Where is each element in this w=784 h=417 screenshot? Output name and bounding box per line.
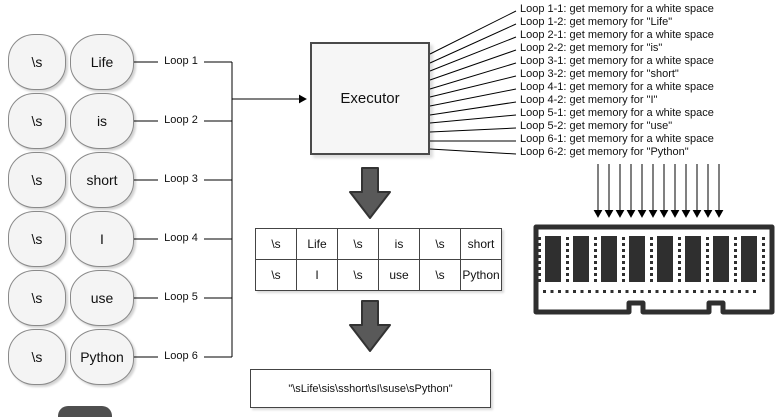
table-row: \s I \s use \s Python xyxy=(255,259,502,291)
down-arrow-icon xyxy=(349,167,391,219)
memory-log-line: Loop 5-1: get memory for a white space xyxy=(520,107,714,119)
table-cell: \s xyxy=(255,228,297,260)
memory-log-line: Loop 3-2: get memory for "short" xyxy=(520,68,679,80)
token-space: \s xyxy=(8,270,66,326)
token-word: use xyxy=(70,270,134,326)
loop-label: Loop 6 xyxy=(158,350,204,362)
loop-label: Loop 3 xyxy=(158,173,204,185)
ram-module-icon xyxy=(533,224,775,315)
token-space: \s xyxy=(8,329,66,385)
token-space: \s xyxy=(8,93,66,149)
executor-box: Executor xyxy=(310,42,430,155)
token-table: \s Life \s is \s short \s I \s use \s Py… xyxy=(255,228,502,291)
memory-log-line: Loop 2-2: get memory for "is" xyxy=(520,42,663,54)
memory-log-line: Loop 3-1: get memory for a white space xyxy=(520,55,714,67)
table-cell: short xyxy=(460,228,502,260)
table-cell: \s xyxy=(255,259,297,291)
table-row: \s Life \s is \s short xyxy=(255,228,502,260)
result-box: "\sLife\sis\sshort\sI\suse\sPython" xyxy=(250,369,491,408)
loop-label: Loop 1 xyxy=(158,55,204,67)
token-word: Life xyxy=(70,34,134,90)
token-word: short xyxy=(70,152,134,208)
token-space: \s xyxy=(8,152,66,208)
table-cell: Life xyxy=(296,228,338,260)
cropped-shape xyxy=(58,406,112,417)
table-cell: \s xyxy=(337,228,379,260)
token-word: Python xyxy=(70,329,134,385)
token-space: \s xyxy=(8,34,66,90)
executor-label: Executor xyxy=(340,90,400,107)
memory-log-line: Loop 1-1: get memory for a white space xyxy=(520,3,714,15)
loop-label: Loop 5 xyxy=(158,291,204,303)
result-text: "\sLife\sis\sshort\sI\suse\sPython" xyxy=(288,382,453,395)
memory-log-line: Loop 4-2: get memory for "I" xyxy=(520,94,658,106)
table-cell: is xyxy=(378,228,420,260)
table-cell: \s xyxy=(419,259,461,291)
memory-log-line: Loop 4-1: get memory for a white space xyxy=(520,81,714,93)
token-word: is xyxy=(70,93,134,149)
ram-chips xyxy=(545,236,757,282)
memory-log: Loop 1-1: get memory for a white space L… xyxy=(520,3,714,159)
table-cell: \s xyxy=(337,259,379,291)
loop-label: Loop 2 xyxy=(158,114,204,126)
memory-log-line: Loop 6-2: get memory for "Python" xyxy=(520,146,689,158)
token-space: \s xyxy=(8,211,66,267)
memory-log-line: Loop 6-1: get memory for a white space xyxy=(520,133,714,145)
token-word: I xyxy=(70,211,134,267)
loop-label: Loop 4 xyxy=(158,232,204,244)
memory-log-line: Loop 1-2: get memory for "Life" xyxy=(520,16,673,28)
down-arrow-icon xyxy=(349,300,391,352)
ram-pins xyxy=(538,237,765,293)
memory-log-line: Loop 2-1: get memory for a white space xyxy=(520,29,714,41)
table-cell: I xyxy=(296,259,338,291)
table-cell: Python xyxy=(460,259,502,291)
table-cell: use xyxy=(378,259,420,291)
table-cell: \s xyxy=(419,228,461,260)
memory-log-line: Loop 5-2: get memory for "use" xyxy=(520,120,673,132)
